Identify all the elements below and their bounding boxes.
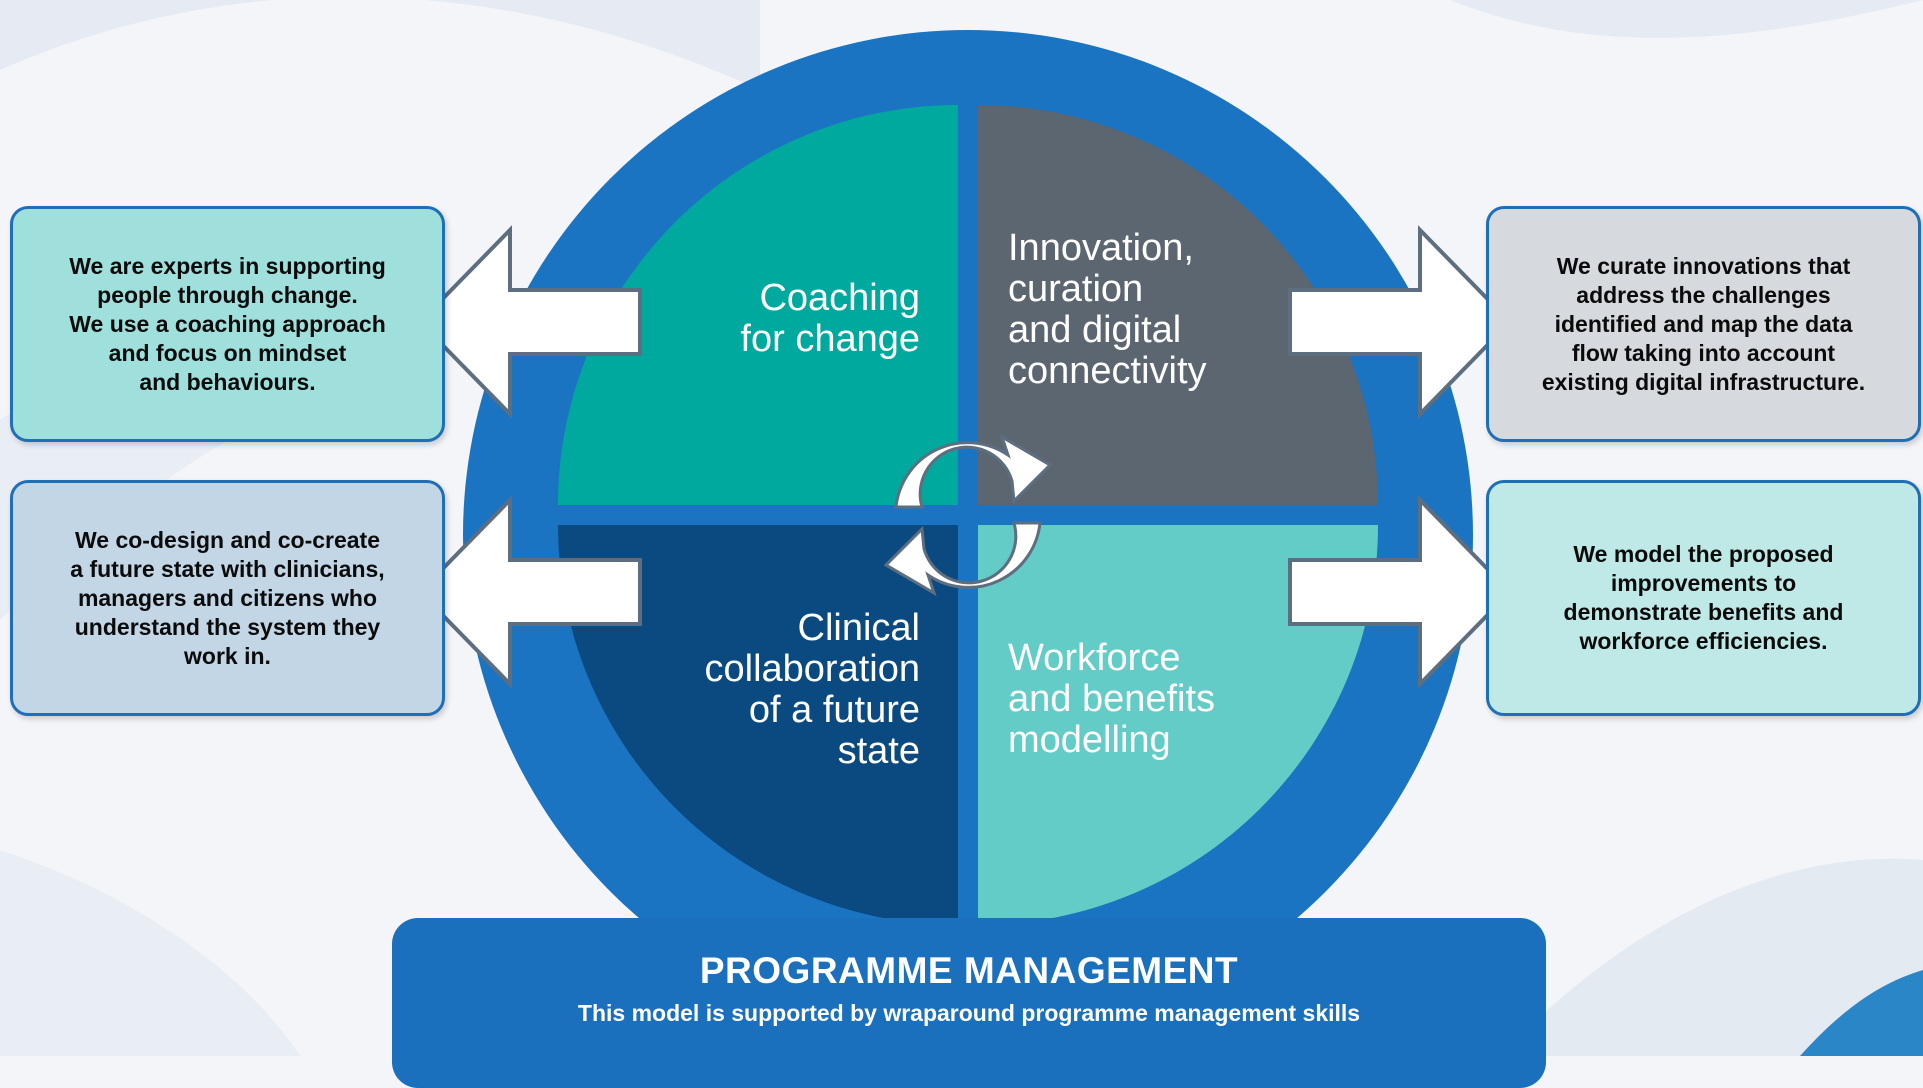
quadrant-label-line: for change bbox=[740, 318, 920, 360]
callout-line: address the challenges bbox=[1576, 281, 1831, 308]
callout-line: improvements to bbox=[1610, 570, 1797, 596]
quadrant-label-line: modelling bbox=[1008, 719, 1171, 761]
callout-coaching: We are experts in supporting people thro… bbox=[10, 206, 445, 442]
quadrant-label-clinical: Clinical collaboration of a future state bbox=[705, 608, 920, 772]
swoosh-bottom-left bbox=[0, 850, 300, 1056]
arrow-top-right bbox=[1288, 225, 1513, 419]
quadrant-workforce bbox=[978, 525, 1378, 925]
quadrant-label-coaching: Coaching for change bbox=[740, 278, 920, 360]
quadrant-label-line: and benefits bbox=[1008, 678, 1216, 720]
callout-line: We curate innovations that bbox=[1556, 252, 1851, 279]
quadrant-label-line: curation bbox=[1008, 268, 1144, 310]
swoosh-bottom-right bbox=[1500, 858, 1923, 1056]
callout-line: We are experts in supporting bbox=[69, 252, 386, 279]
quadrant-label-workforce: Workforce and benefits modelling bbox=[1008, 638, 1215, 761]
callout-line: understand the system they bbox=[74, 613, 381, 640]
quadrant-label-line: connectivity bbox=[1008, 350, 1207, 392]
refresh-cycle-icon bbox=[883, 433, 1053, 597]
callout-line: and focus on mindset bbox=[108, 339, 347, 366]
callout-line: work in. bbox=[184, 642, 271, 669]
quadrant-clinical bbox=[558, 525, 958, 925]
callout-line: We model the proposed bbox=[1573, 541, 1834, 567]
callout-line: existing digital infrastructure. bbox=[1541, 368, 1866, 395]
callout-line: We use a coaching approach bbox=[69, 310, 386, 337]
callout-workforce: We model the proposed improvements to de… bbox=[1486, 480, 1921, 716]
quadrant-label-line: Workforce bbox=[1008, 637, 1181, 679]
arrow-bottom-left bbox=[417, 495, 642, 689]
quadrant-label-line: state bbox=[837, 730, 920, 772]
programme-management-banner: PROGRAMME MANAGEMENT This model is suppo… bbox=[392, 918, 1546, 1088]
callout-line: a future state with clinicians, bbox=[70, 555, 385, 582]
programme-management-title: PROGRAMME MANAGEMENT bbox=[699, 950, 1239, 991]
callout-line: We co-design and co-create bbox=[74, 526, 381, 553]
swoosh-corner-blue bbox=[1800, 970, 1923, 1056]
quadrant-label-line: of a future bbox=[748, 689, 920, 731]
quadrant-label-line: collaboration bbox=[704, 648, 920, 690]
quadrant-coaching bbox=[558, 105, 958, 505]
quadrant-innovation bbox=[978, 105, 1378, 505]
quadrant-label-innovation: Innovation, curation and digital connect… bbox=[1008, 228, 1207, 392]
swoosh-top-right bbox=[1450, 0, 1923, 38]
callout-innovation: We curate innovations that address the c… bbox=[1486, 206, 1921, 442]
programme-management-subtitle: This model is supported by wraparound pr… bbox=[577, 1000, 1361, 1026]
callout-line: and behaviours. bbox=[139, 368, 316, 395]
callout-line: demonstrate benefits and bbox=[1563, 599, 1844, 625]
arrow-bottom-right bbox=[1288, 495, 1513, 689]
swoosh-top-left bbox=[0, 0, 760, 90]
quadrant-label-line: and digital bbox=[1008, 309, 1182, 351]
callout-line: identified and map the data bbox=[1554, 310, 1853, 337]
callout-line: workforce efficiencies. bbox=[1579, 628, 1828, 654]
callout-line: managers and citizens who bbox=[77, 584, 378, 611]
callout-clinical: We co-design and co-create a future stat… bbox=[10, 480, 445, 716]
arrow-top-left bbox=[417, 225, 642, 419]
quadrant-label-line: Innovation, bbox=[1008, 227, 1194, 269]
quadrant-label-line: Clinical bbox=[797, 607, 920, 649]
callout-line: flow taking into account bbox=[1571, 339, 1836, 366]
model-diagram bbox=[417, 30, 1513, 1040]
callout-line: people through change. bbox=[97, 281, 358, 308]
quadrant-label-line: Coaching bbox=[759, 277, 920, 319]
